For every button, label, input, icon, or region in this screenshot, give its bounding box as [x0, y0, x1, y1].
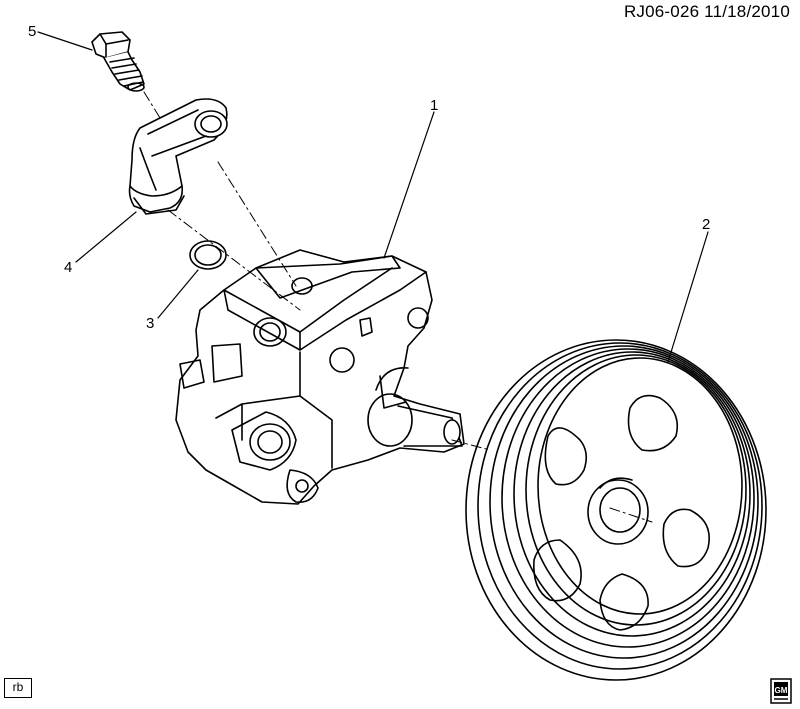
callout-1: 1 [430, 97, 438, 114]
bolt-part [91, 31, 145, 92]
diagram-reference-code: RJ06-026 11/18/2010 [623, 2, 790, 21]
drafter-initials-box: rb [4, 678, 32, 698]
callout-5: 5 [28, 23, 36, 40]
callout-4: 4 [64, 259, 72, 276]
centerlines [143, 91, 653, 523]
o-ring-part [189, 240, 227, 270]
leader-lines [37, 31, 709, 363]
inlet-fitting-part [128, 98, 228, 215]
gm-logo-icon: GM [770, 678, 792, 704]
callout-3: 3 [146, 315, 154, 332]
callout-2: 2 [702, 216, 710, 233]
gm-logo-text: GM [775, 686, 788, 695]
pump-body-part [175, 249, 465, 505]
